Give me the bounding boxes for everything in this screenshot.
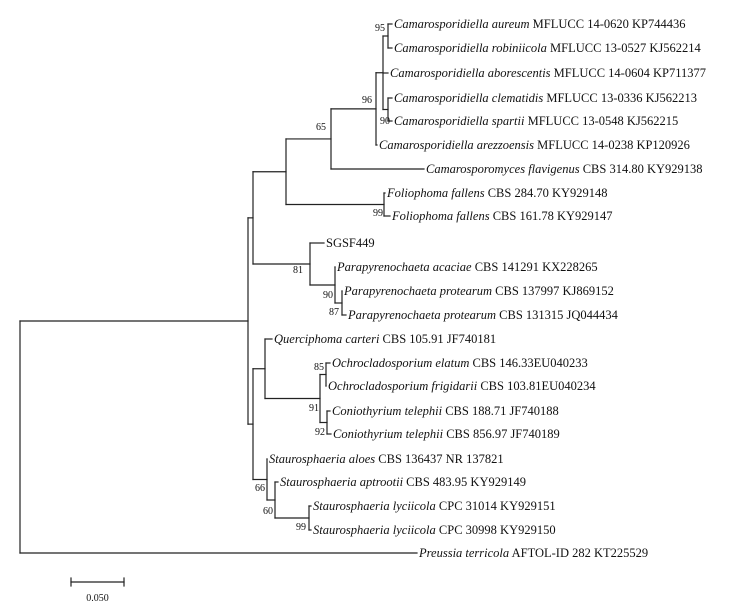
taxon-label: Parapyrenochaeta protearum CBS 137997 KJ…	[343, 284, 614, 298]
bootstrap-value: 91	[309, 403, 319, 414]
bootstrap-value: 95	[375, 23, 385, 34]
taxon-strain-accession: MFLUCC 14-0620 KP744436	[530, 17, 686, 31]
bootstrap-value: 66	[255, 483, 265, 494]
taxon-strain-accession: CBS 105.91 JF740181	[379, 332, 496, 346]
taxon-label: Staurosphaeria lyciicola CPC 31014 KY929…	[313, 499, 556, 513]
bootstrap-value: 87	[329, 307, 339, 318]
taxon-species-name: Preussia terricola	[418, 546, 509, 560]
taxon-species-name: Coniothyrium telephii	[332, 404, 443, 418]
taxon-label: Staurosphaeria aptrootii CBS 483.95 KY92…	[280, 475, 526, 489]
taxon-strain-accession: CBS 136437 NR 137821	[375, 452, 504, 466]
taxon-species-name: Camarosporidiella aureum	[394, 17, 530, 31]
taxon-species-name: Camarosporidiella clematidis	[394, 91, 543, 105]
taxon-strain-accession: CBS 146.33EU040233	[469, 356, 587, 370]
taxon-species-name: Foliophoma fallens	[391, 209, 490, 223]
bootstrap-value: 85	[314, 362, 324, 373]
bootstrap-value: 60	[263, 506, 273, 517]
taxon-species-name: Coniothyrium telephii	[333, 427, 444, 441]
taxon-label: Coniothyrium telephii CBS 856.97 JF74018…	[333, 427, 560, 441]
taxon-strain-accession: CBS 161.78 KY929147	[490, 209, 613, 223]
taxon-strain-accession: MFLUCC 13-0527 KJ562214	[547, 41, 702, 55]
taxon-species-name: Querciphoma carteri	[274, 332, 380, 346]
bootstrap-value: 96	[362, 95, 372, 106]
bootstrap-value: 99	[296, 522, 306, 533]
taxon-species-name: Parapyrenochaeta protearum	[347, 308, 496, 322]
taxon-species-name: Staurosphaeria lyciicola	[313, 499, 436, 513]
taxon-strain-accession: CBS 856.97 JF740189	[443, 427, 560, 441]
taxon-strain-accession: CPC 31014 KY929151	[436, 499, 556, 513]
taxon-species-name: Camarosporomyces flavigenus	[426, 162, 580, 176]
taxon-species-name: Camarosporidiella robiniicola	[394, 41, 547, 55]
taxon-species-name: Camarosporidiella aborescentis	[390, 66, 551, 80]
taxon-strain-accession: CBS 131315 JQ044434	[496, 308, 619, 322]
taxon-label: Camarosporidiella aureum MFLUCC 14-0620 …	[394, 17, 685, 31]
bootstrap-values: 95 96 90 65 99 81 90 87 85 91 92 66 60 99	[255, 23, 390, 533]
scale-bar: 0.050	[70, 577, 125, 604]
taxon-strain-accession: CBS 188.71 JF740188	[442, 404, 559, 418]
taxon-strain-accession: SGSF449	[326, 236, 375, 250]
taxon-strain-accession: CBS 141291 KX228265	[472, 260, 598, 274]
taxon-species-name: Parapyrenochaeta protearum	[343, 284, 492, 298]
taxon-label: Ochrocladosporium frigidarii CBS 103.81E…	[328, 379, 596, 393]
taxon-strain-accession: MFLUCC 13-0548 KJ562215	[524, 114, 678, 128]
taxon-label: SGSF449	[326, 236, 375, 250]
bootstrap-value: 90	[380, 116, 390, 127]
taxon-species-name: Camarosporidiella arezzoensis	[379, 138, 534, 152]
taxon-label: Foliophoma fallens CBS 284.70 KY929148	[386, 186, 608, 200]
taxon-species-name: Ochrocladosporium elatum	[332, 356, 469, 370]
taxon-species-name: Camarosporidiella spartii	[394, 114, 525, 128]
taxon-strain-accession: MFLUCC 13-0336 KJ562213	[543, 91, 697, 105]
taxon-strain-accession: CBS 103.81EU040234	[477, 379, 596, 393]
taxon-strain-accession: CBS 137997 KJ869152	[492, 284, 614, 298]
bootstrap-value: 90	[323, 290, 333, 301]
taxon-species-name: Staurosphaeria aptrootii	[280, 475, 404, 489]
taxon-strain-accession: MFLUCC 14-0604 KP711377	[551, 66, 706, 80]
bootstrap-value: 99	[373, 208, 383, 219]
taxon-species-name: Staurosphaeria aloes	[269, 452, 375, 466]
bootstrap-value: 65	[316, 122, 326, 133]
taxon-strain-accession: AFTOL-ID 282 KT225529	[509, 546, 648, 560]
taxon-strain-accession: CBS 284.70 KY929148	[485, 186, 608, 200]
taxon-species-name: Parapyrenochaeta acaciae	[336, 260, 472, 274]
taxon-label: Staurosphaeria aloes CBS 136437 NR 13782…	[269, 452, 504, 466]
taxon-label: Querciphoma carteri CBS 105.91 JF740181	[274, 332, 496, 346]
tree-branches	[19, 23, 425, 554]
taxon-label: Camarosporidiella arezzoensis MFLUCC 14-…	[379, 138, 690, 152]
taxon-label: Foliophoma fallens CBS 161.78 KY929147	[391, 209, 613, 223]
scale-bar-label: 0.050	[86, 593, 109, 604]
taxon-label: Camarosporidiella robiniicola MFLUCC 13-…	[394, 41, 701, 55]
taxon-label: Ochrocladosporium elatum CBS 146.33EU040…	[332, 356, 588, 370]
taxon-species-name: Staurosphaeria lyciicola	[313, 523, 436, 537]
taxon-strain-accession: CPC 30998 KY929150	[436, 523, 556, 537]
taxon-label: Parapyrenochaeta acaciae CBS 141291 KX22…	[336, 260, 598, 274]
taxon-species-name: Foliophoma fallens	[386, 186, 485, 200]
bootstrap-value: 92	[315, 427, 325, 438]
taxon-label: Parapyrenochaeta protearum CBS 131315 JQ…	[347, 308, 619, 322]
taxon-label: Camarosporidiella aborescentis MFLUCC 14…	[390, 66, 706, 80]
taxon-label: Camarosporomyces flavigenus CBS 314.80 K…	[426, 162, 703, 176]
taxon-label: Camarosporidiella spartii MFLUCC 13-0548…	[394, 114, 678, 128]
taxon-strain-accession: CBS 314.80 KY929138	[580, 162, 703, 176]
bootstrap-value: 81	[293, 265, 303, 276]
taxon-label: Preussia terricola AFTOL-ID 282 KT225529	[418, 546, 648, 560]
taxon-strain-accession: CBS 483.95 KY929149	[403, 475, 526, 489]
taxon-strain-accession: MFLUCC 14-0238 KP120926	[534, 138, 690, 152]
taxon-labels: Camarosporidiella aureum MFLUCC 14-0620 …	[269, 17, 706, 560]
taxon-label: Staurosphaeria lyciicola CPC 30998 KY929…	[313, 523, 556, 537]
taxon-label: Coniothyrium telephii CBS 188.71 JF74018…	[332, 404, 559, 418]
taxon-species-name: Ochrocladosporium frigidarii	[328, 379, 478, 393]
taxon-label: Camarosporidiella clematidis MFLUCC 13-0…	[394, 91, 697, 105]
